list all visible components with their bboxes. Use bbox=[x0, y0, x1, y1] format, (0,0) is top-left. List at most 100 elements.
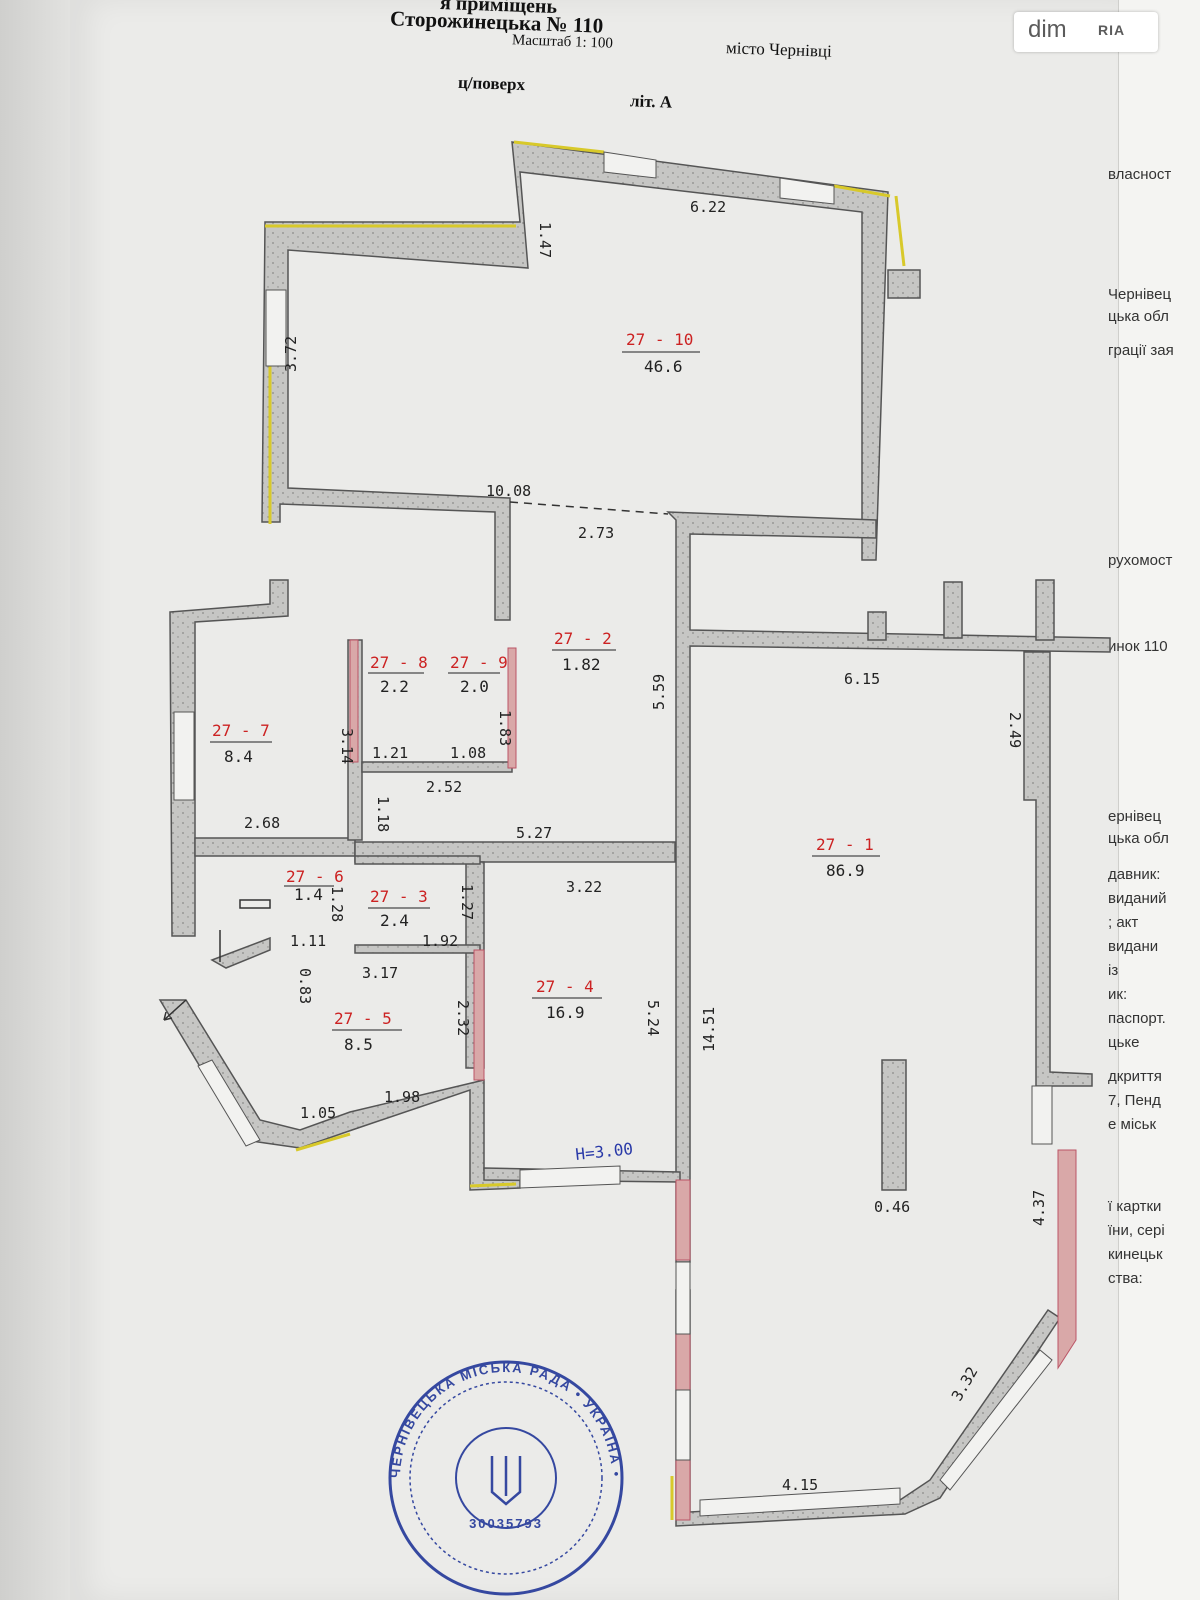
room-area: 1.82 bbox=[562, 655, 601, 674]
side-text-line: кинецьк bbox=[1108, 1246, 1163, 1263]
dimension-label: 1.18 bbox=[374, 796, 392, 832]
room-area: 1.4 bbox=[294, 885, 323, 904]
watermark-brand: dim bbox=[1028, 16, 1067, 43]
side-text-line: е міськ bbox=[1108, 1116, 1157, 1133]
dimension-label: 3.22 bbox=[566, 878, 602, 896]
room-27-6: 27 - 6 1.4 bbox=[284, 867, 344, 904]
room-id: 27 - 8 bbox=[370, 653, 428, 672]
room-id: 27 - 5 bbox=[334, 1009, 392, 1028]
side-text-line: Чернівец bbox=[1108, 286, 1172, 303]
dimension-label: 1.83 bbox=[496, 710, 514, 746]
side-text-line: ; акт bbox=[1108, 914, 1139, 931]
room-labels: 27 - 10 46.6 27 - 2 1.82 27 - 8 2.2 27 -… bbox=[210, 330, 880, 1054]
room-area: 46.6 bbox=[644, 357, 683, 376]
side-text-line: 7, Пенд bbox=[1108, 1092, 1161, 1109]
room-id: 27 - 6 bbox=[286, 867, 344, 886]
opening-line bbox=[509, 501, 669, 515]
room-id: 27 - 7 bbox=[212, 721, 270, 740]
room-id: 27 - 10 bbox=[626, 330, 693, 349]
side-text-line: видани bbox=[1108, 938, 1159, 955]
room-27-1: 27 - 1 86.9 bbox=[812, 835, 880, 880]
side-text-line: ик: bbox=[1108, 986, 1128, 1003]
dimension-label: 2.52 bbox=[426, 778, 462, 796]
document-page bbox=[70, 0, 1120, 1600]
side-text-line: ї картки bbox=[1108, 1198, 1162, 1215]
dimension-label: 1.28 bbox=[328, 886, 346, 922]
dimension-label: 2.73 bbox=[578, 524, 614, 542]
dimension-label: 1.21 bbox=[372, 744, 408, 762]
side-text-line: паспорт. bbox=[1108, 1010, 1166, 1027]
room-area: 2.0 bbox=[460, 677, 489, 696]
room-area: 2.4 bbox=[380, 911, 409, 930]
room-27-9: 27 - 9 2.0 bbox=[448, 653, 508, 696]
dimension-label: 5.24 bbox=[644, 1000, 662, 1036]
entrance-arrow-icon bbox=[163, 899, 271, 1021]
dimria-watermark: dim RIA bbox=[1014, 12, 1158, 52]
dimension-label: 1.27 bbox=[458, 884, 476, 920]
dimension-label: 3.72 bbox=[282, 336, 300, 372]
dimension-label: 1.11 bbox=[290, 932, 326, 950]
side-text-line: виданий bbox=[1108, 890, 1167, 907]
windows bbox=[173, 151, 1053, 1517]
dimension-label: 1.92 bbox=[422, 932, 458, 950]
room-id: 27 - 1 bbox=[816, 835, 874, 854]
room-27-2: 27 - 2 1.82 bbox=[552, 629, 616, 674]
room-27-7: 27 - 7 8.4 bbox=[210, 721, 272, 766]
dimension-label: 0.83 bbox=[296, 968, 314, 1004]
ceiling-height-label: H=3.00 bbox=[574, 1139, 633, 1164]
dimension-label: 4.15 bbox=[782, 1476, 818, 1494]
next-page-edge bbox=[1118, 0, 1200, 1600]
dimension-label: 1.47 bbox=[536, 222, 554, 258]
room-27-5: 27 - 5 8.5 bbox=[332, 1009, 402, 1054]
side-text-line: рухомост bbox=[1108, 552, 1173, 569]
red-trim bbox=[349, 639, 1077, 1521]
side-text-line: инок 110 bbox=[1108, 638, 1168, 655]
dimension-label: 2.49 bbox=[1006, 712, 1024, 748]
outer-walls bbox=[158, 141, 1111, 1527]
dimension-labels: 6.22 1.47 3.72 10.08 2.73 5.59 6.15 2.49… bbox=[244, 198, 1048, 1494]
side-text-line: із bbox=[1108, 962, 1119, 979]
dimension-label: 6.15 bbox=[844, 670, 880, 688]
room-27-8: 27 - 8 2.2 bbox=[368, 653, 428, 696]
room-area: 86.9 bbox=[826, 861, 865, 880]
official-stamp: 30035793 ЧЕРНІВЕЦЬКА МІСЬКА РАДА • УКРАЇ… bbox=[388, 1360, 624, 1596]
watermark-sub: RIA bbox=[1098, 22, 1126, 38]
room-27-10: 27 - 10 46.6 bbox=[622, 330, 700, 376]
side-text-line: власност bbox=[1108, 166, 1172, 183]
dimension-label: 10.08 bbox=[486, 482, 531, 500]
dimension-label: 3.32 bbox=[948, 1364, 982, 1404]
dimension-label: 4.37 bbox=[1030, 1190, 1048, 1226]
room-area: 8.5 bbox=[344, 1035, 373, 1054]
side-text-line: ства: bbox=[1108, 1270, 1143, 1287]
binding-shadow bbox=[0, 0, 70, 1600]
dimension-label: 3.14 bbox=[338, 728, 356, 764]
room-id: 27 - 4 bbox=[536, 977, 594, 996]
stamp-code: 30035793 bbox=[469, 1516, 543, 1531]
side-text-line: грації зая bbox=[1108, 342, 1174, 359]
dimension-label: 2.32 bbox=[454, 1000, 472, 1036]
dimension-label: 5.59 bbox=[650, 674, 668, 710]
side-text-line: цька обл bbox=[1108, 308, 1169, 325]
dimension-label: 6.22 bbox=[690, 198, 726, 216]
side-text-line: їни, сері bbox=[1108, 1222, 1165, 1239]
room-id: 27 - 2 bbox=[554, 629, 612, 648]
room-27-4: 27 - 4 16.9 bbox=[532, 977, 602, 1022]
room-area: 8.4 bbox=[224, 747, 253, 766]
side-text-line: ернівец bbox=[1108, 808, 1162, 825]
dimension-label: 1.08 bbox=[450, 744, 486, 762]
dimension-label: 14.51 bbox=[700, 1007, 718, 1052]
dimension-label: 1.05 bbox=[300, 1104, 336, 1122]
room-area: 16.9 bbox=[546, 1003, 585, 1022]
room-id: 27 - 3 bbox=[370, 887, 428, 906]
side-text-line: цьке bbox=[1108, 1034, 1140, 1051]
room-area: 2.2 bbox=[380, 677, 409, 696]
side-text-line: давник: bbox=[1108, 866, 1161, 883]
yellow-trim bbox=[265, 140, 906, 1520]
dimension-label: 3.17 bbox=[362, 964, 398, 982]
side-text-line: цька обл bbox=[1108, 830, 1169, 847]
room-27-3: 27 - 3 2.4 bbox=[368, 887, 430, 930]
room-id: 27 - 9 bbox=[450, 653, 508, 672]
dimension-label: 1.98 bbox=[384, 1088, 420, 1106]
dimension-label: 2.68 bbox=[244, 814, 280, 832]
